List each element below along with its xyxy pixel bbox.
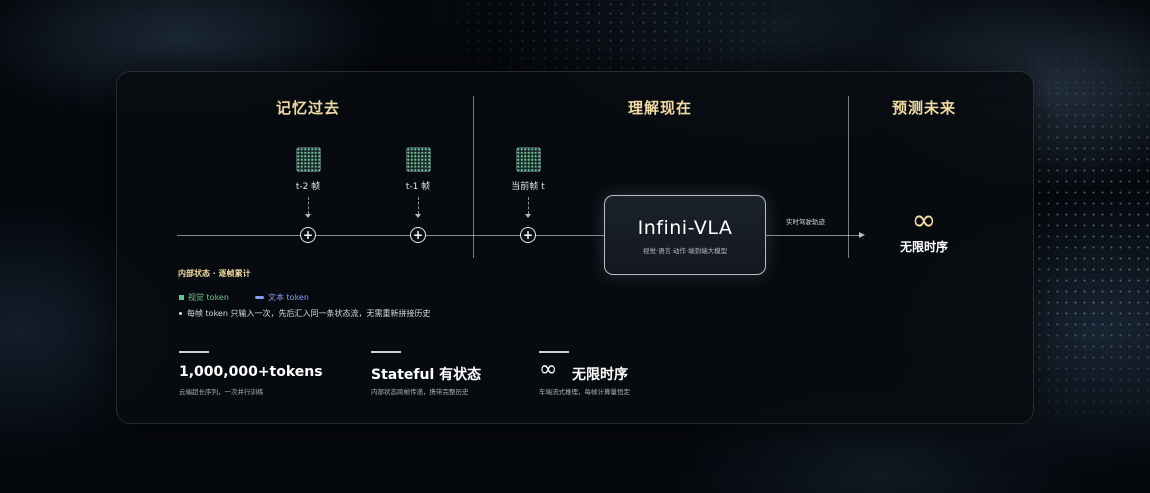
stat-desc: 云端超长序列，一次并行训练 <box>179 388 264 396</box>
frame-connector-arrowhead <box>415 214 421 218</box>
divider-past-present <box>473 96 474 258</box>
timeline-line <box>177 235 605 236</box>
output-label: 无限时序 <box>899 240 948 254</box>
infinity-icon: ∞ <box>539 357 558 382</box>
stat-divider <box>371 351 401 353</box>
bullet-icon <box>179 312 182 315</box>
stat-title: 无限时序 <box>572 367 628 383</box>
legend-label: 视觉 token <box>188 293 229 302</box>
diagram-panel: 记忆过去 理解现在 预测未来 t-2 帧 + t-1 帧 + 当前帧 t + I… <box>116 71 1034 424</box>
frame-connector <box>307 197 309 214</box>
frame-connector-arrowhead <box>525 214 531 218</box>
frame-label: t-2 帧 <box>295 182 321 192</box>
stat-title: 1,000,000+tokens <box>179 364 323 380</box>
stat-divider <box>179 351 209 353</box>
frame-label: t-1 帧 <box>405 182 431 192</box>
stat-title: Stateful 有状态 <box>371 367 482 383</box>
heading-present: 理解现在 <box>627 99 692 117</box>
heading-past: 记忆过去 <box>275 99 340 117</box>
output-arrowhead <box>859 232 865 238</box>
model-box: Infini-VLA 视觉·语言·动作·端到端大模型 <box>604 195 766 275</box>
state-note-text: 每帧 token 只输入一次，先后汇入同一条状态流，无需重新拼接历史 <box>187 309 431 318</box>
vision-token-swatch <box>179 295 184 300</box>
divider-present-future <box>848 96 849 258</box>
legend-vision: 视觉 token <box>179 292 229 303</box>
frame-thumbnail-icon <box>296 147 321 172</box>
output-arrow-label: 实时驾驶轨迹 <box>786 218 825 226</box>
stat-desc: 内部状态跨帧传递，携带完整历史 <box>371 388 469 396</box>
state-note: 每帧 token 只输入一次，先后汇入同一条状态流，无需重新拼接历史 <box>179 308 430 319</box>
model-subtitle: 视觉·语言·动作·端到端大模型 <box>642 247 728 255</box>
merge-plus-icon: + <box>300 227 316 243</box>
state-title: 内部状态 · 逐帧累计 <box>178 269 251 278</box>
frame-connector <box>527 197 529 214</box>
frame-label: 当前帧 t <box>511 182 545 192</box>
infinity-icon: ∞ <box>911 203 937 238</box>
legend-label: 文本 token <box>268 293 309 302</box>
frame-connector <box>417 197 419 214</box>
output-arrow-line <box>765 235 861 236</box>
frame-thumbnail-icon <box>516 147 541 172</box>
legend-text: 文本 token <box>255 292 309 303</box>
frame-connector-arrowhead <box>305 214 311 218</box>
frame-thumbnail-icon <box>406 147 431 172</box>
stat-desc: 车端流式推理，每帧计算量恒定 <box>539 388 630 396</box>
merge-plus-icon: + <box>520 227 536 243</box>
model-title: Infini-VLA <box>637 217 733 239</box>
text-token-swatch <box>255 296 264 299</box>
heading-future: 预测未来 <box>891 99 956 117</box>
merge-plus-icon: + <box>410 227 426 243</box>
stat-divider <box>539 351 569 353</box>
